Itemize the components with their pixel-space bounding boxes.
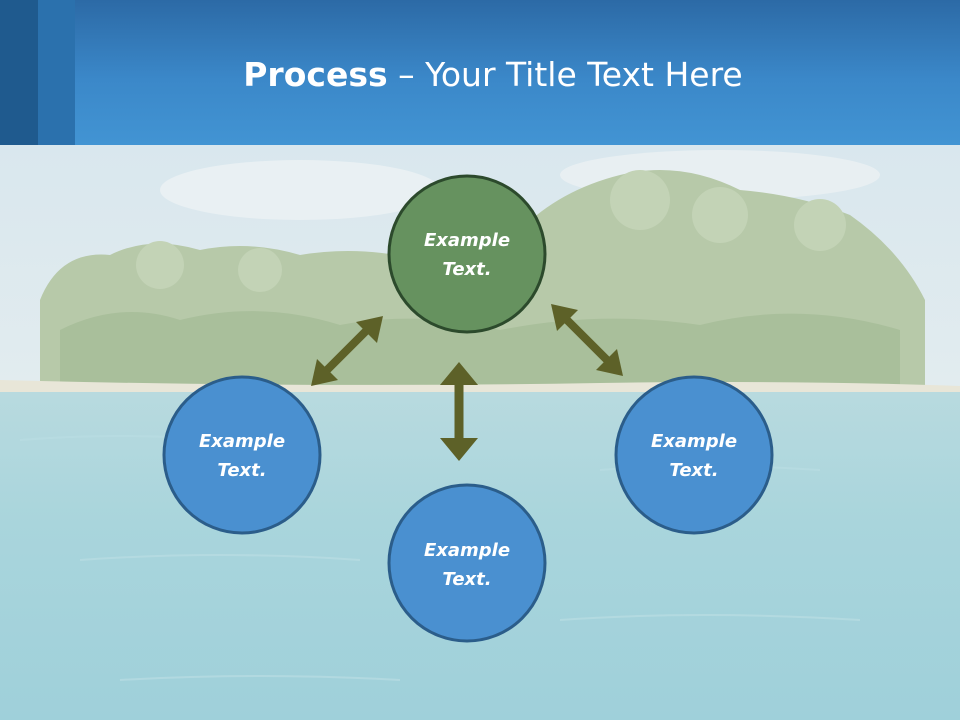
node-right[interactable]: Example Text. <box>614 375 774 535</box>
slide-title-bold: Process <box>243 55 388 94</box>
arrow-top-left <box>311 316 383 386</box>
title-bar <box>0 0 960 145</box>
arrow-top-right <box>551 304 623 376</box>
node-bottom-line1: Example <box>424 540 510 561</box>
node-top-line2: Text. <box>442 259 491 280</box>
title-bar-accent-mid <box>38 0 75 145</box>
node-left-line1: Example <box>199 431 285 452</box>
node-bottom[interactable]: Example Text. <box>387 483 547 643</box>
slide-title-rest: – Your Title Text Here <box>387 55 743 94</box>
node-right-line2: Text. <box>669 460 718 481</box>
node-bottom-line2: Text. <box>442 569 491 590</box>
slide-title[interactable]: Process – Your Title Text Here <box>0 52 960 98</box>
arrow-center-vertical <box>440 362 478 461</box>
node-left-line2: Text. <box>217 460 266 481</box>
node-top-line1: Example <box>424 230 510 251</box>
node-top[interactable]: Example Text. <box>387 174 547 334</box>
title-bar-accent-dark <box>0 0 38 145</box>
node-right-line1: Example <box>651 431 737 452</box>
node-left[interactable]: Example Text. <box>162 375 322 535</box>
